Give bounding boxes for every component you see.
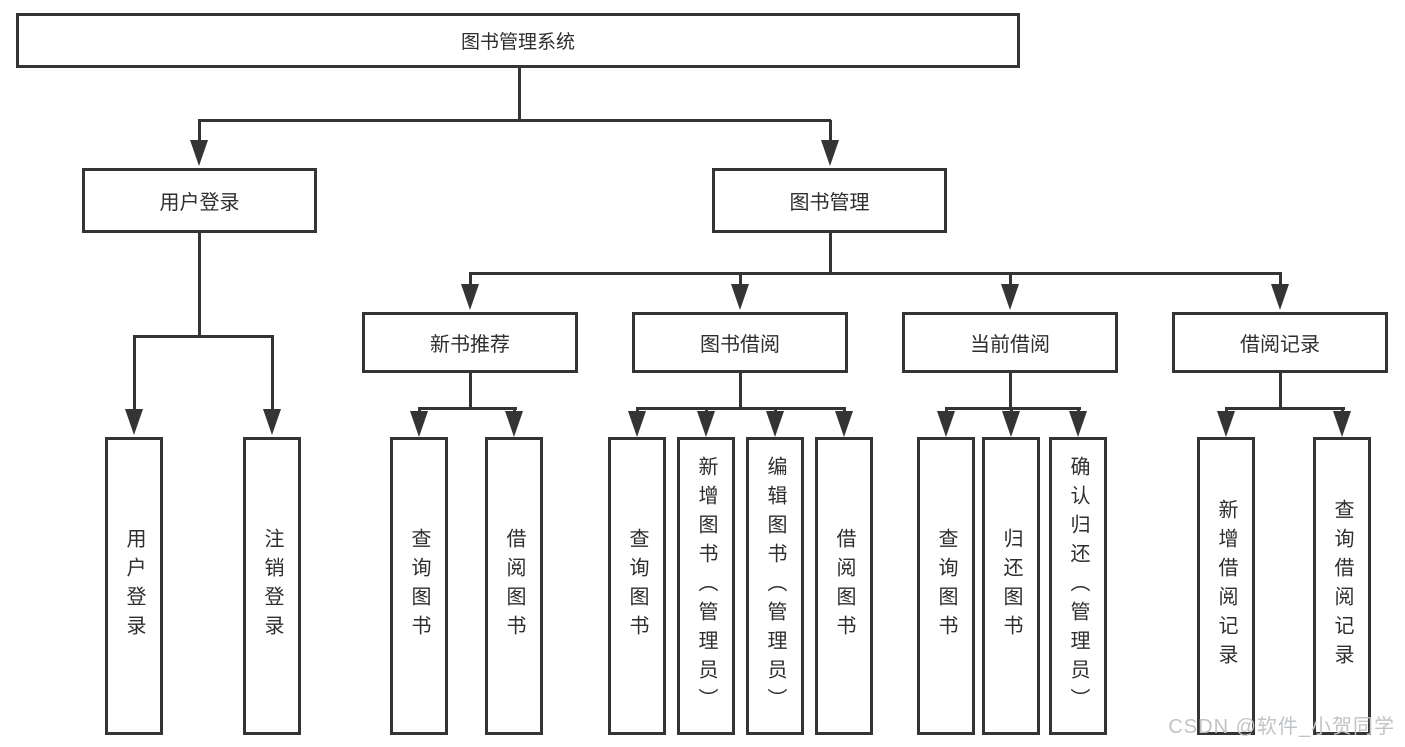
node-current-borrowing: 当前借阅 [902,312,1118,373]
arrowhead-down-icon [835,411,853,437]
connector-line [197,233,201,337]
connector-line [738,373,742,409]
connector-line [738,273,742,287]
connector-line [417,406,517,410]
connector-line [517,68,521,120]
arrowhead-down-icon [1001,284,1019,310]
arrowhead-down-icon [697,411,715,437]
node-new-book-recommendation: 新书推荐 [362,312,578,373]
leaf-confirm-return-admin: 确认归还（管理员） [1049,437,1107,735]
csdn-watermark: CSDN @软件_小贺同学 [1168,716,1395,738]
arrowhead-down-icon [125,409,143,435]
arrowhead-down-icon [461,284,479,310]
connector-line [468,273,472,287]
leaf-borrow-books: 借阅图书 [815,437,873,735]
leaf-query-books-borrowing: 查询图书 [608,437,666,735]
connector-line [1008,273,1012,287]
arrowhead-down-icon [1069,411,1087,437]
connector-line [635,406,846,410]
connector-line [1224,406,1345,410]
arrowhead-down-icon [1333,411,1351,437]
connector-line [828,120,832,144]
leaf-return-books: 归还图书 [982,437,1040,735]
arrowhead-down-icon [410,411,428,437]
arrowhead-down-icon [505,411,523,437]
arrowhead-down-icon [937,411,955,437]
leaf-edit-book-admin: 编辑图书（管理员） [746,437,804,735]
node-library-management-system: 图书管理系统 [16,13,1020,68]
connector-line [468,373,472,409]
arrowhead-down-icon [1002,411,1020,437]
leaf-user-login: 用户登录 [105,437,163,735]
connector-line [1008,373,1012,409]
connector-line [132,336,136,412]
node-book-management: 图书管理 [712,168,947,233]
connector-line [468,271,1282,275]
arrowhead-down-icon [821,140,839,166]
arrowhead-down-icon [1217,411,1235,437]
leaf-borrow-books-recommend: 借阅图书 [485,437,543,735]
connector-line [197,118,831,122]
leaf-query-books-recommend: 查询图书 [390,437,448,735]
node-book-borrowing: 图书借阅 [632,312,848,373]
arrowhead-down-icon [190,140,208,166]
arrowhead-down-icon [628,411,646,437]
leaf-add-borrow-record: 新增借阅记录 [1197,437,1255,735]
node-borrowing-records: 借阅记录 [1172,312,1388,373]
leaf-query-borrow-record: 查询借阅记录 [1313,437,1371,735]
arrowhead-down-icon [263,409,281,435]
arrowhead-down-icon [766,411,784,437]
leaf-logout: 注销登录 [243,437,301,735]
connector-line [1278,373,1282,409]
connector-line [197,120,201,144]
connector-line [270,336,274,412]
connector-line [132,334,274,338]
connector-line [1278,273,1282,287]
leaf-add-book-admin: 新增图书（管理员） [677,437,735,735]
connector-line [828,233,832,273]
connector-line [944,406,1081,410]
node-user-login: 用户登录 [82,168,317,233]
arrowhead-down-icon [1271,284,1289,310]
arrowhead-down-icon [731,284,749,310]
leaf-query-books-current: 查询图书 [917,437,975,735]
